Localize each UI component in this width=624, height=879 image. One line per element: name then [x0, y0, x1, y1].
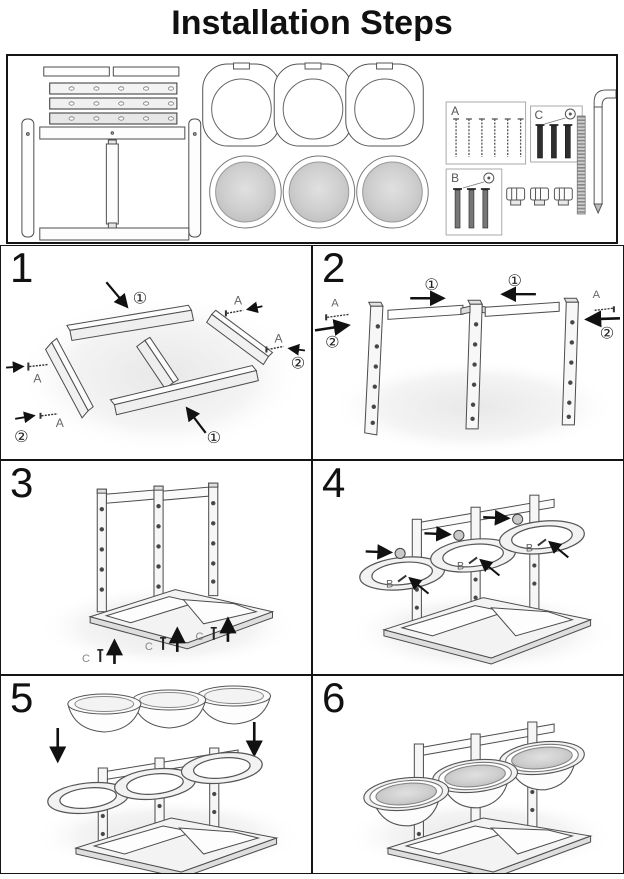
- callout-2: ②: [291, 355, 306, 373]
- step-5-panel: 5: [0, 675, 312, 874]
- step-6-number: 6: [322, 675, 346, 721]
- step-1-callouts: ① ① A A ② A: [6, 281, 306, 447]
- step-6-panel: 6: [312, 675, 624, 874]
- callout-2: ②: [14, 428, 29, 446]
- screw-b-label: B: [526, 542, 533, 554]
- screw-c-label: C: [196, 631, 204, 643]
- screw-c-label: C: [145, 641, 153, 653]
- step-6-illustration: [343, 721, 617, 873]
- screw-a-label: A: [56, 416, 65, 430]
- step-3-panel: 3: [0, 460, 312, 675]
- screw-a-label: A: [593, 289, 601, 301]
- step-3-illustration: C C C: [36, 482, 300, 669]
- steps-grid: 1: [0, 245, 624, 874]
- callout-2: ②: [325, 334, 340, 352]
- callout-1: ①: [207, 429, 222, 447]
- hardware-bag-a: A: [445, 101, 527, 165]
- step-1-illustration: ① ① A A ② A: [6, 281, 306, 455]
- screw-c-label: C: [82, 653, 90, 665]
- step-2-panel: 2: [312, 245, 624, 460]
- bowls-row: [67, 685, 272, 733]
- step-5-number: 5: [10, 675, 34, 721]
- screw-a-label: A: [275, 331, 284, 345]
- empty-rings: [47, 751, 263, 815]
- step-4-callouts: B B B: [365, 509, 569, 595]
- step-3-callouts: C C C: [82, 616, 237, 665]
- parts-panel: A C: [6, 54, 618, 244]
- step-4-panel: 4: [312, 460, 624, 675]
- step-1-panel: 1: [0, 245, 312, 460]
- bowl-parts: [209, 155, 429, 229]
- bag-a-label: A: [451, 104, 459, 118]
- step-2-illustration: ① ① A ② A ②: [314, 272, 621, 455]
- wood-parts: [21, 66, 202, 241]
- step-4-number: 4: [322, 460, 346, 506]
- step-4-illustration: B B B: [346, 494, 620, 674]
- hardware-bag-c: C: [530, 105, 583, 163]
- step-5-arrows: [49, 722, 263, 764]
- screw-a-label: A: [33, 372, 42, 386]
- step-2-number: 2: [322, 245, 346, 291]
- screw-a-label: A: [234, 293, 243, 307]
- step-2-callouts: ① ① A ② A ②: [314, 272, 621, 352]
- knob-parts: [506, 187, 573, 206]
- parts-illustration: A C: [21, 62, 616, 241]
- page-title: Installation Steps: [171, 4, 453, 42]
- bowl-ring-parts: [202, 62, 424, 147]
- callout-1: ①: [424, 276, 439, 294]
- callout-1: ①: [508, 272, 523, 290]
- hardware-bag-b: B: [445, 168, 503, 236]
- callout-2: ②: [600, 324, 615, 342]
- mounted-bowls: [363, 740, 585, 827]
- callout-1: ①: [133, 289, 148, 307]
- bag-b-label: B: [451, 171, 459, 185]
- screw-b-label: B: [386, 579, 393, 591]
- screw-a-label: A: [331, 297, 339, 309]
- screw-b-label: B: [457, 561, 464, 573]
- step-3-number: 3: [10, 460, 34, 506]
- bag-c-label: C: [535, 108, 544, 122]
- threaded-rod: [576, 115, 586, 215]
- allen-key-icon: [593, 89, 616, 215]
- step-5-illustration: [31, 685, 305, 873]
- step-1-number: 1: [10, 245, 34, 291]
